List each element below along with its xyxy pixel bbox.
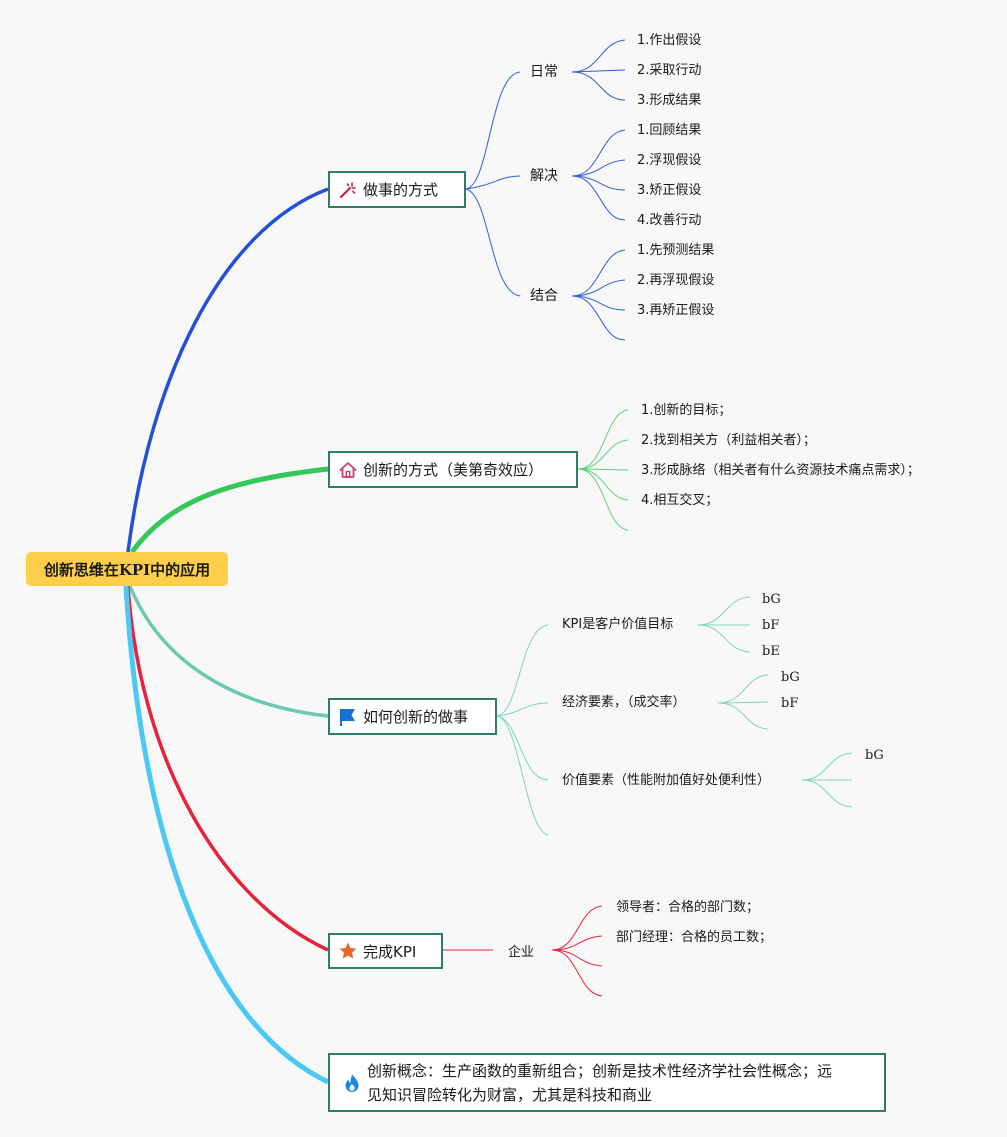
leaf-item[interactable]: 1.创新的目标； bbox=[641, 403, 732, 418]
leaf-item[interactable]: 领导者：合格的部门数； bbox=[616, 900, 760, 915]
root-topic[interactable]: 创新思维在KPI中的应用 bbox=[26, 552, 228, 586]
leaf-item[interactable]: 2.采取行动 bbox=[637, 63, 702, 78]
leaf-item[interactable]: 4.改善行动 bbox=[637, 213, 702, 228]
branch-way-of-innovation[interactable]: 创新的方式（美第奇效应） bbox=[328, 451, 578, 488]
branch-label: 创新的方式（美第奇效应） bbox=[363, 461, 544, 479]
group-label-enterprise[interactable]: 企业 bbox=[508, 945, 535, 960]
leaf-item[interactable]: bF bbox=[762, 618, 780, 633]
group-label-value[interactable]: 价值要素（性能附加值好处便利性） bbox=[562, 773, 771, 788]
concept-text: 创新概念：生产函数的重新组合；创新是技术性经济学社会性概念；远 见知识冒险转化为… bbox=[367, 1059, 832, 1107]
house-icon bbox=[338, 460, 358, 480]
leaf-item[interactable]: 部门经理：合格的员工数； bbox=[616, 930, 773, 945]
branch-innovation-concept[interactable]: 创新概念：生产函数的重新组合；创新是技术性经济学社会性概念；远 见知识冒险转化为… bbox=[328, 1053, 886, 1112]
branch-label: 做事的方式 bbox=[363, 181, 439, 199]
group-label-combine[interactable]: 结合 bbox=[530, 288, 558, 304]
group-label-kpi[interactable]: KPI是客户价值目标 bbox=[562, 617, 674, 632]
concept-line-2: 见知识冒险转化为财富，尤其是科技和商业 bbox=[367, 1085, 653, 1104]
branch-complete-kpi[interactable]: 完成KPI bbox=[328, 933, 443, 969]
group-label-solve[interactable]: 解决 bbox=[530, 168, 558, 184]
star-icon bbox=[338, 941, 358, 961]
connector-way-of-doing bbox=[126, 187, 329, 553]
leaf-item[interactable]: 2.浮现假设 bbox=[637, 153, 702, 168]
leaf-item[interactable]: bG bbox=[781, 670, 800, 685]
leaf-item[interactable]: 3.矫正假设 bbox=[637, 183, 702, 198]
flame-icon bbox=[342, 1073, 362, 1093]
branch-how-to-innovate[interactable]: 如何创新的做事 bbox=[328, 698, 497, 735]
leaf-item[interactable]: bG bbox=[762, 592, 781, 607]
leaf-item[interactable]: 3.再矫正假设 bbox=[637, 303, 715, 318]
group-label-economic[interactable]: 经济要素，（成交率） bbox=[562, 695, 686, 710]
leaf-item[interactable]: 3.形成脉络（相关者有什么资源技术痛点需求）； bbox=[641, 463, 920, 478]
concept-line-1: 创新概念：生产函数的重新组合；创新是技术性经济学社会性概念；远 bbox=[367, 1061, 833, 1080]
leaf-item[interactable]: 2.找到相关方（利益相关者）； bbox=[641, 433, 816, 448]
leaf-item[interactable]: 1.作出假设 bbox=[637, 33, 702, 48]
branch-label: 如何创新的做事 bbox=[363, 708, 469, 726]
group-label-daily[interactable]: 日常 bbox=[530, 64, 558, 80]
leaf-item[interactable]: 3.形成结果 bbox=[637, 93, 702, 108]
connector-complete-kpi bbox=[126, 585, 329, 952]
leaf-item[interactable]: 1.先预测结果 bbox=[637, 243, 715, 258]
connector-how-to-innovate bbox=[128, 585, 329, 718]
flag-icon bbox=[338, 707, 358, 727]
leaf-item[interactable]: 4.相互交叉； bbox=[641, 493, 719, 508]
leaf-item[interactable]: 1.回顾结果 bbox=[637, 123, 702, 138]
branch-label: 完成KPI bbox=[363, 942, 417, 961]
leaf-item[interactable]: bF bbox=[781, 696, 799, 711]
leaf-item[interactable]: bE bbox=[762, 644, 780, 659]
leaf-item[interactable]: 2.再浮现假设 bbox=[637, 273, 715, 288]
connector-concept bbox=[123, 585, 330, 1085]
leaf-item[interactable]: bG bbox=[865, 748, 884, 763]
branch-way-of-doing[interactable]: 做事的方式 bbox=[328, 171, 466, 208]
magic-wand-icon bbox=[338, 180, 358, 200]
connector-way-of-innovation bbox=[129, 466, 329, 554]
